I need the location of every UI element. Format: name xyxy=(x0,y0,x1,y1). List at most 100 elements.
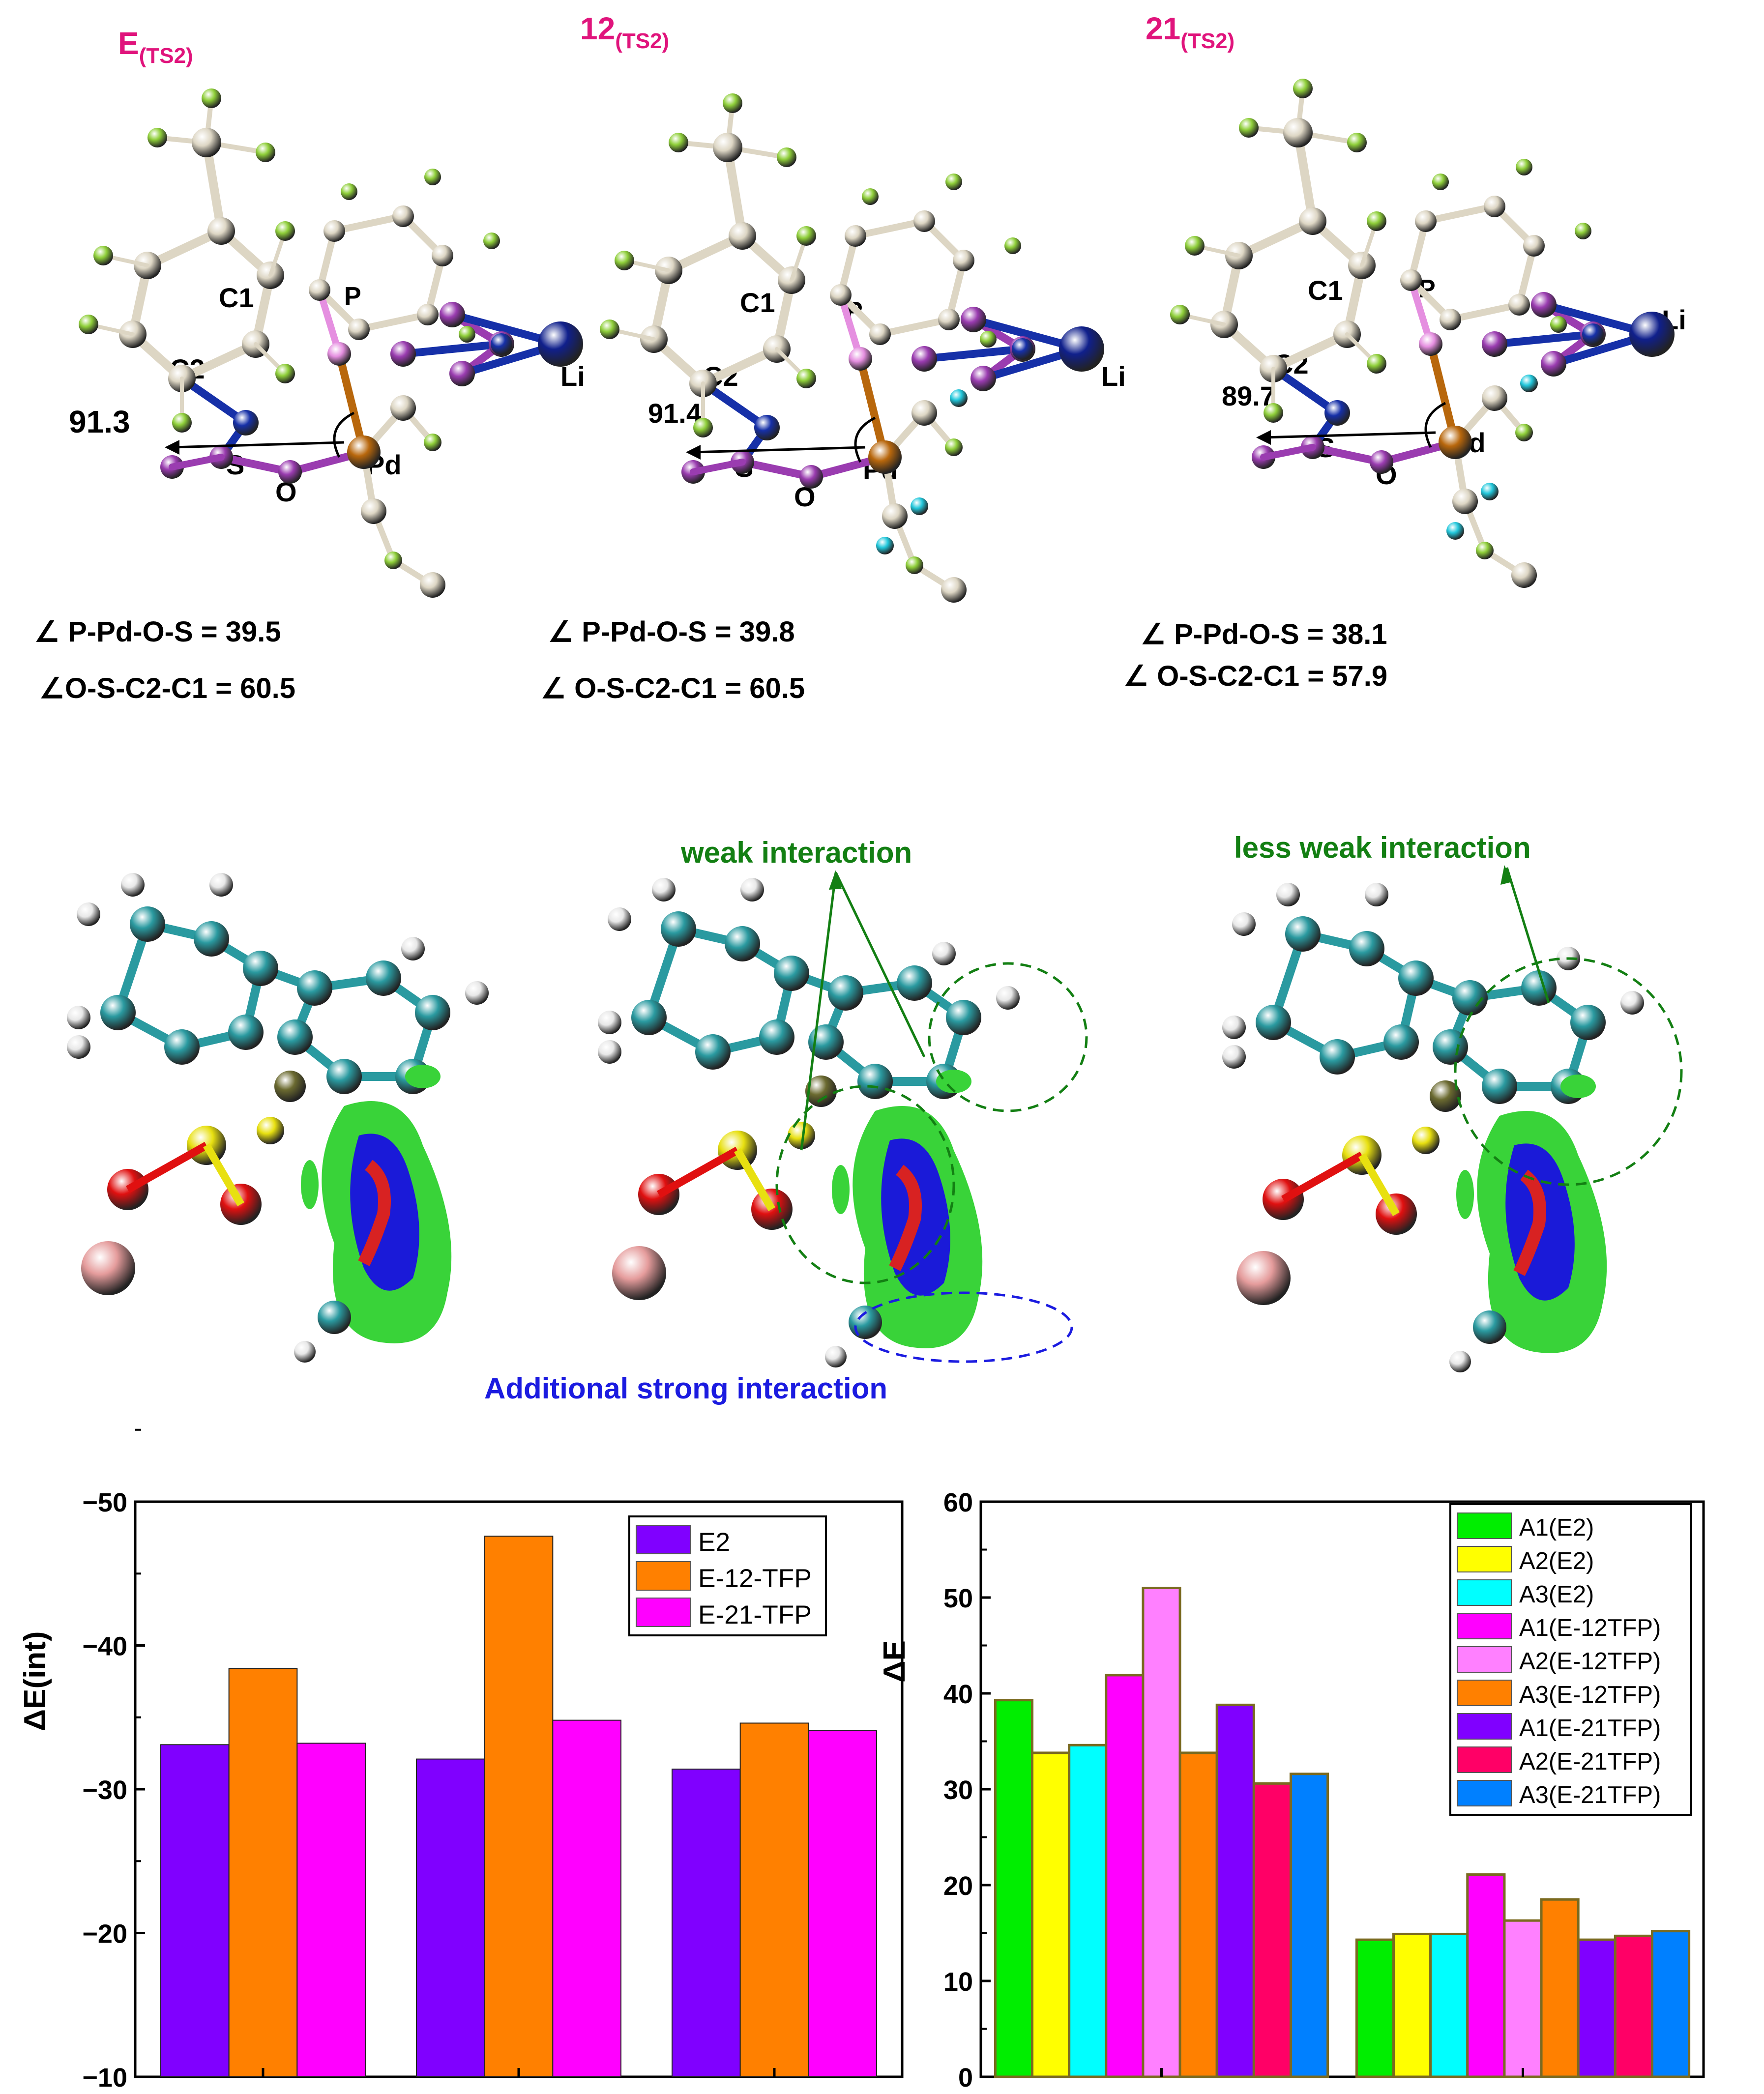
oxygen-atom xyxy=(1531,292,1557,318)
hydrogen-atom xyxy=(723,93,742,113)
bar-a2-e2--1 xyxy=(1392,1932,1432,2078)
carbon-atom xyxy=(420,572,445,598)
carbon-atom xyxy=(1570,1005,1606,1040)
dihedral-o-s-c2-c1: ∠ O-S-C2-C1 = 57.9 xyxy=(1123,660,1387,692)
legend-label: A1(E2) xyxy=(1519,1514,1594,1541)
dihedral-p-pd-o-s: ∠ P-Pd-O-S = 38.1 xyxy=(1141,618,1387,650)
nci-patch xyxy=(1456,1170,1474,1219)
annotation-weak-interaction: weak interaction xyxy=(680,836,912,869)
carbon-atom xyxy=(911,400,937,426)
sulfur-atom xyxy=(788,1122,815,1149)
hydrogen-atom xyxy=(483,233,500,249)
bond xyxy=(852,218,928,239)
legend-swatch xyxy=(1457,1512,1512,1539)
bar-a2-e-21tfp--1 xyxy=(1614,1934,1653,2078)
bond xyxy=(331,213,407,234)
angle-arrow xyxy=(172,441,345,449)
y-tick-label: 60 xyxy=(943,1488,973,1517)
bond xyxy=(126,1142,208,1193)
bar-e-21-tfp-1 xyxy=(552,1719,622,2078)
oxygen-atom xyxy=(799,465,823,489)
carbon-atom xyxy=(774,956,809,991)
structure-21-ts2: 21(TS2) C1 C2 P Li S O Pd 89.7 ∠ P-Pd-O-… xyxy=(1123,11,1686,692)
atom-label-c1: C1 xyxy=(219,282,254,313)
carbon-atom xyxy=(849,1306,882,1339)
carbon-atom xyxy=(207,217,235,245)
hydrogen-atom xyxy=(1347,133,1367,152)
hydrogen-atom xyxy=(600,320,619,339)
legend-label: A1(E-12TFP) xyxy=(1519,1615,1661,1641)
lithium-atom xyxy=(81,1241,135,1295)
fluorine-atom xyxy=(1481,483,1499,500)
hydrogen-atom xyxy=(1264,403,1283,423)
carbon-atom xyxy=(432,245,453,266)
legend-label: A2(E2) xyxy=(1519,1548,1594,1574)
legend-swatch xyxy=(636,1598,691,1627)
y-tick-label: 30 xyxy=(943,1775,973,1805)
interaction-circle xyxy=(928,962,1088,1112)
carbon-atom xyxy=(415,995,450,1030)
angle-arrowhead xyxy=(686,445,701,460)
bond xyxy=(920,345,1027,363)
carbon-atom xyxy=(1383,1024,1419,1060)
bond xyxy=(734,1148,775,1212)
nitrogen-atom xyxy=(754,415,780,440)
carbon-atom xyxy=(130,906,165,942)
bond xyxy=(1491,330,1597,348)
phosphorus-atom xyxy=(327,342,351,366)
phosphorus-atom xyxy=(805,1076,837,1107)
carbon-atom xyxy=(243,951,278,986)
carbon-atom xyxy=(323,220,345,242)
bar-e-21-tfp-0 xyxy=(296,1743,366,2077)
hydrogen-atom xyxy=(209,873,233,897)
carbon-atom xyxy=(661,911,696,947)
carbon-atom xyxy=(828,975,863,1011)
lithium-atom xyxy=(1629,312,1675,357)
hydrogen-atom xyxy=(598,1040,621,1064)
carbon-atom xyxy=(941,577,967,603)
bond xyxy=(856,355,889,461)
hydrogen-atom xyxy=(1222,1045,1246,1069)
y-tick-label: −50 xyxy=(82,1488,127,1517)
carbon-atom xyxy=(1452,489,1478,514)
carbon-atom xyxy=(164,1029,200,1065)
hydrogen-atom xyxy=(1367,354,1386,374)
carbon-atom xyxy=(869,323,891,345)
oxygen-atom xyxy=(911,346,937,372)
ts-structures-panel: E(TS2) C1 C2 P Li S O Pd 91.3 ∠ P-Pd-O-S… xyxy=(34,11,1686,704)
carbon-atom xyxy=(1256,1005,1291,1040)
hydrogen-atom xyxy=(424,169,441,185)
bar-e-12-tfp-1 xyxy=(484,1536,554,2077)
hydrogen-atom xyxy=(1222,1016,1246,1039)
nitrogen-atom xyxy=(1012,338,1033,360)
nci-plots-panel: weak interaction less weak interaction A… xyxy=(67,831,1683,1405)
bar-e2-0 xyxy=(160,1744,230,2077)
bond xyxy=(169,454,225,470)
hydrogen-atom xyxy=(980,331,997,348)
hydrogen-atom xyxy=(796,226,816,246)
oxygen-atom xyxy=(970,366,996,391)
hydrogen-atom xyxy=(598,1011,621,1034)
bond xyxy=(1294,128,1317,226)
hydrogen-atom xyxy=(1185,236,1205,256)
phosphorus-atom xyxy=(849,347,872,371)
bar-a1-e2--0 xyxy=(994,1699,1034,2078)
dihedral-p-pd-o-s: ∠ P-Pd-O-S = 39.8 xyxy=(548,616,795,648)
nci-patch xyxy=(1560,1075,1596,1098)
hydrogen-atom xyxy=(1276,883,1300,906)
oxygen-atom xyxy=(390,341,416,367)
carbon-atom xyxy=(1511,562,1537,588)
nci-patch xyxy=(301,1160,319,1209)
carbon-atom xyxy=(348,319,370,340)
hydrogen-atom xyxy=(294,1341,316,1363)
carbon-atom xyxy=(1415,210,1437,232)
hydrogen-atom xyxy=(1550,316,1567,333)
nci-surface-edge xyxy=(889,1164,922,1271)
carbon-atom xyxy=(759,1019,794,1055)
bar-a2-e-12tfp--0 xyxy=(1142,1587,1181,2078)
phosphorus-atom xyxy=(1419,332,1442,356)
hydrogen-atom xyxy=(1449,1351,1471,1372)
hydrogen-atom xyxy=(996,986,1020,1010)
nci-plot-e xyxy=(67,873,489,1363)
fluorine-atom xyxy=(950,389,968,407)
